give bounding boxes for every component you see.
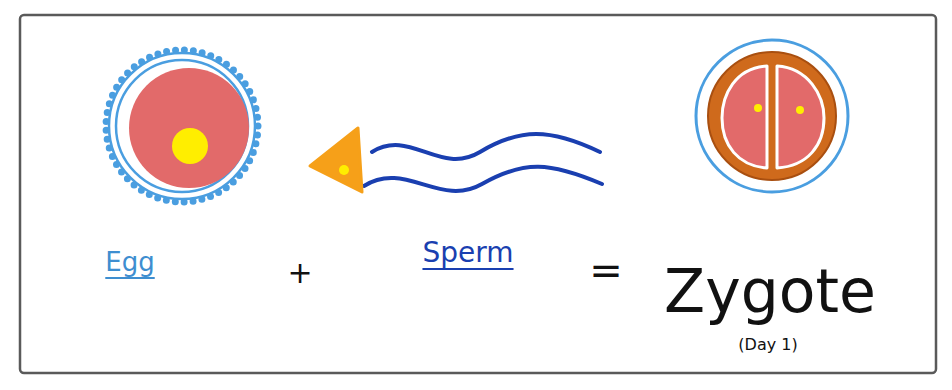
equals-sign: = — [589, 248, 623, 292]
zygote-cell — [696, 40, 848, 192]
egg-cell — [106, 50, 258, 202]
sperm-label: Sperm — [422, 238, 513, 269]
frame — [20, 15, 936, 373]
zygote-label: Zygote — [664, 258, 876, 324]
egg-label: Egg — [105, 248, 154, 277]
sperm-cell — [310, 128, 602, 192]
day-note: (Day 1) — [738, 336, 797, 354]
plus-sign: + — [287, 256, 312, 289]
